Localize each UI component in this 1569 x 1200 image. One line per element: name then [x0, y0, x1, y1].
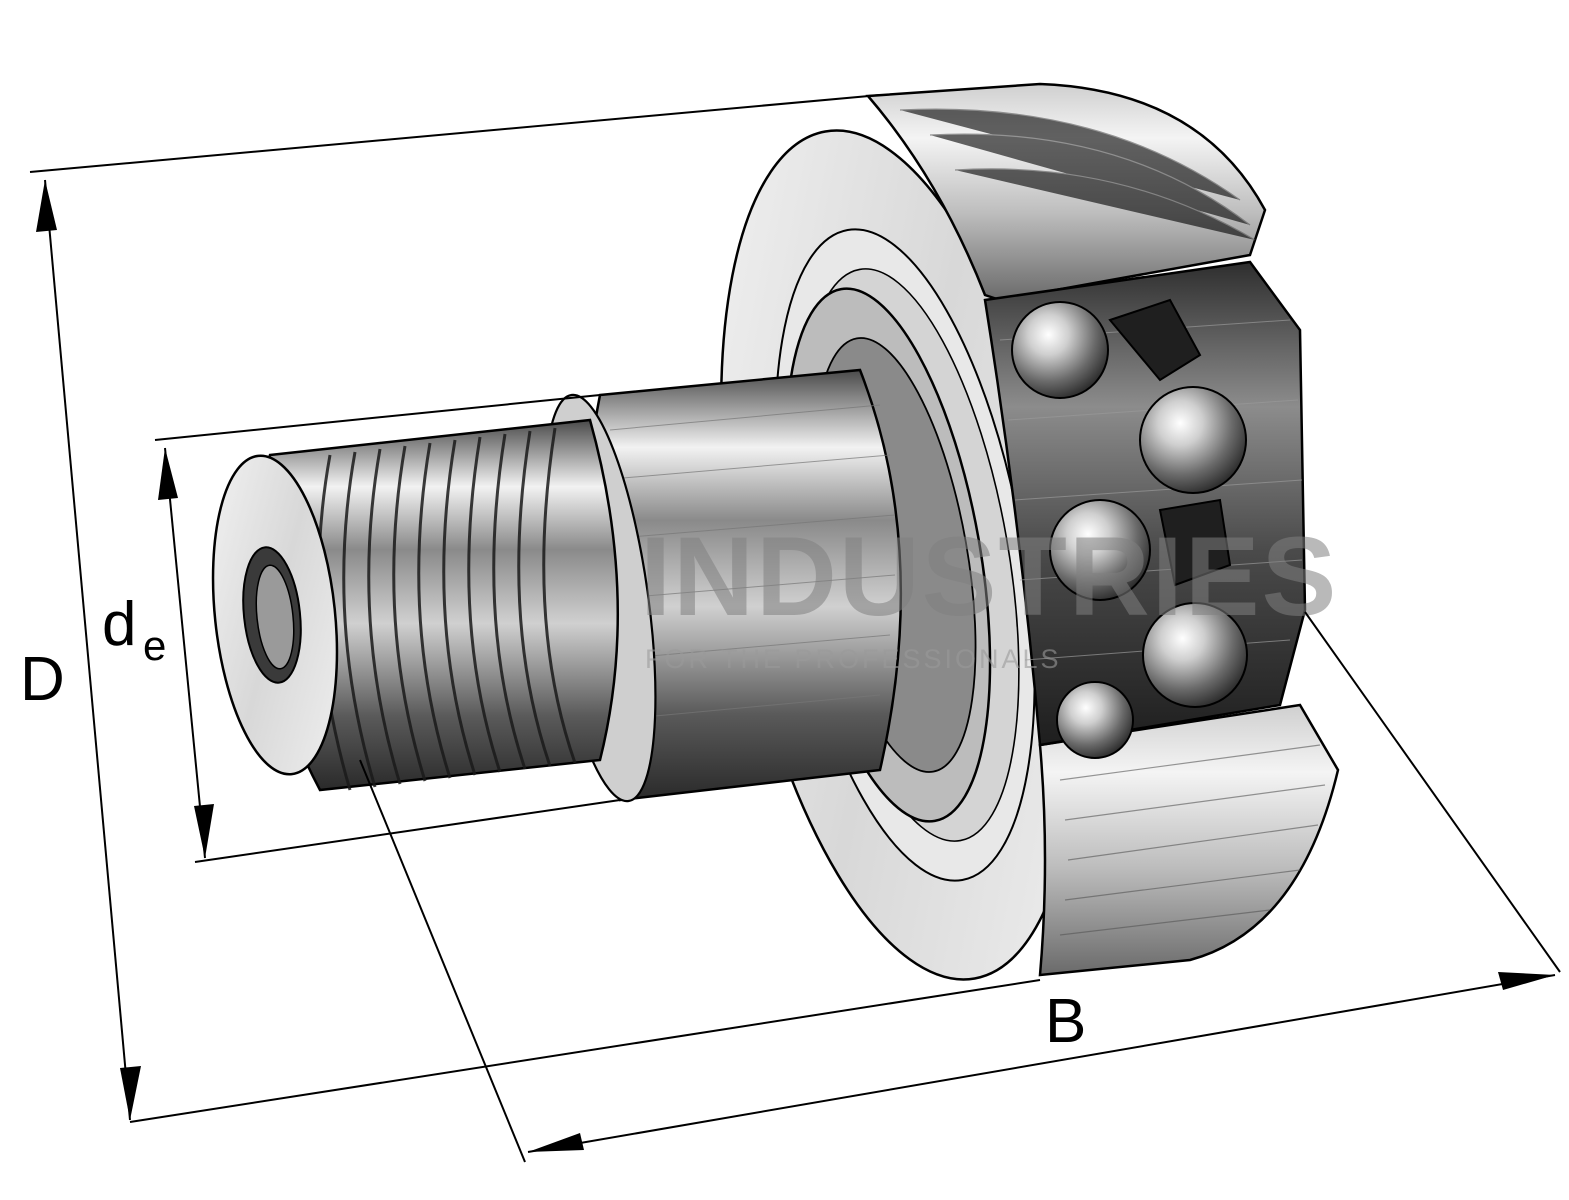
dimension-lines: [29, 94, 1561, 1163]
ball: [1011, 301, 1109, 399]
dim-label-D: D: [20, 645, 65, 714]
watermark-main: INDUSTRIES: [640, 514, 1338, 639]
ball-elements: [1011, 301, 1248, 759]
dim-label-de-subscript: e: [143, 622, 166, 669]
dim-line-de: [164, 447, 206, 859]
dim-label-de: d: [102, 590, 136, 659]
dimension-arrows: [36, 180, 1555, 1152]
dim-label-B: B: [1045, 987, 1086, 1056]
watermark: INDUSTRIES FOR THE PROFESSIONALS: [640, 514, 1338, 674]
ball: [1142, 602, 1248, 708]
watermark-sub: FOR THE PROFESSIONALS: [645, 644, 1062, 674]
ball: [1056, 681, 1134, 759]
ball: [1049, 499, 1151, 601]
dim-line-B: [527, 974, 1556, 1153]
threaded-section: [211, 418, 619, 792]
dim-line-D: [44, 179, 131, 1121]
ball: [1139, 386, 1247, 494]
